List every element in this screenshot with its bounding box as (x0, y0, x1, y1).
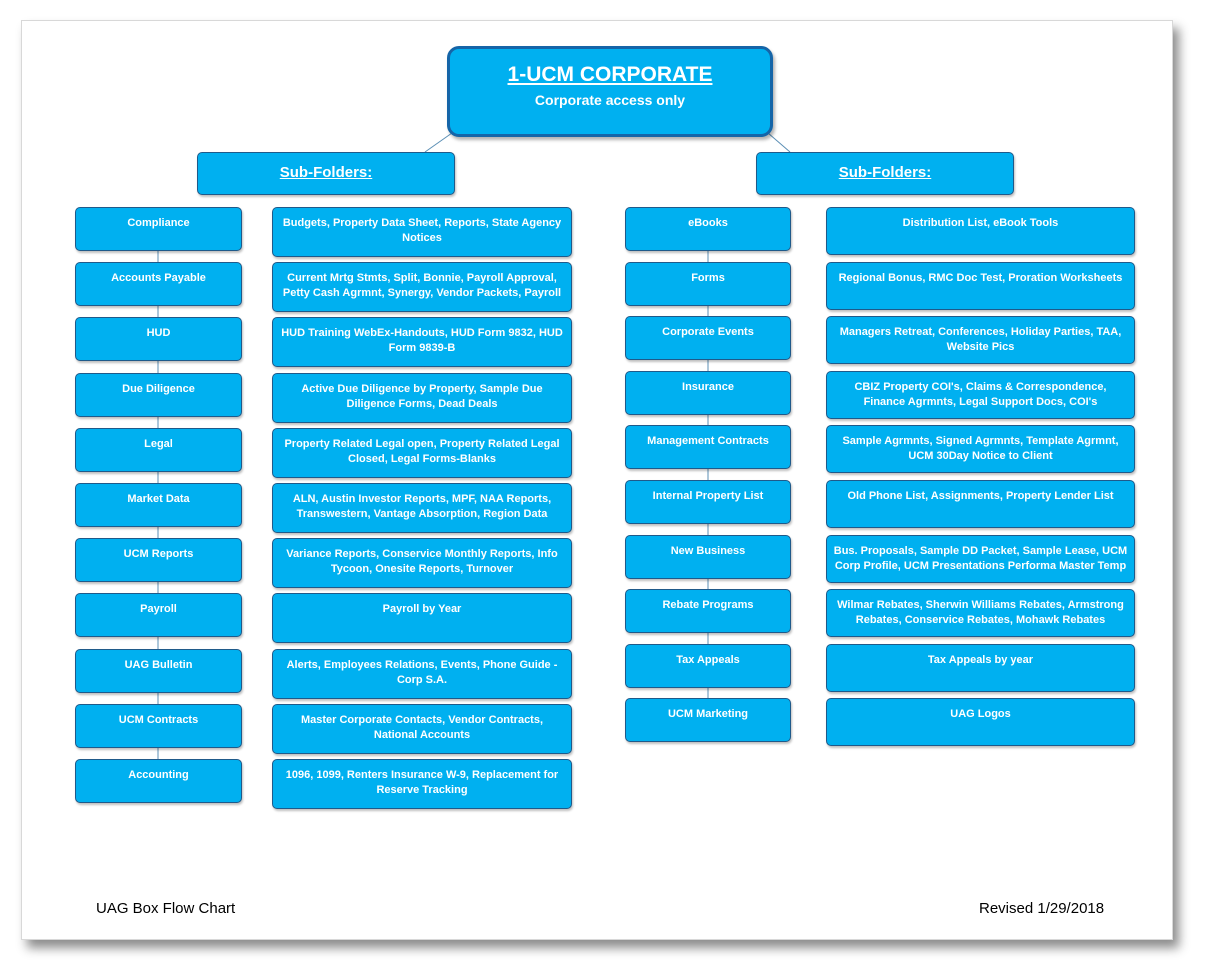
folder-contents-left-10: 1096, 1099, Renters Insurance W-9, Repla… (272, 759, 572, 809)
folder-contents-right-6: Bus. Proposals, Sample DD Packet, Sample… (826, 535, 1135, 583)
folder-left-1: Accounts Payable (75, 262, 242, 306)
folder-left-6: UCM Reports (75, 538, 242, 582)
folder-right-8: Tax Appeals (625, 644, 791, 688)
folder-left-0: Compliance (75, 207, 242, 251)
footer-title: UAG Box Flow Chart (96, 900, 236, 917)
folder-left-5: Market Data (75, 483, 242, 527)
folder-contents-right-2: Managers Retreat, Conferences, Holiday P… (826, 316, 1135, 364)
folder-right-6: New Business (625, 535, 791, 579)
folder-left-10: Accounting (75, 759, 242, 803)
right-subfolders-header: Sub-Folders: (756, 152, 1014, 195)
folder-right-2: Corporate Events (625, 316, 791, 360)
folder-left-8: UAG Bulletin (75, 649, 242, 693)
folder-contents-right-3: CBIZ Property COI's, Claims & Correspond… (826, 371, 1135, 419)
folder-right-7: Rebate Programs (625, 589, 791, 633)
folder-contents-left-7: Payroll by Year (272, 593, 572, 643)
folder-right-3: Insurance (625, 371, 791, 415)
folder-contents-left-0: Budgets, Property Data Sheet, Reports, S… (272, 207, 572, 257)
folder-contents-left-6: Variance Reports, Conservice Monthly Rep… (272, 538, 572, 588)
footer-revised: Revised 1/29/2018 (979, 900, 1105, 917)
folder-left-2: HUD (75, 317, 242, 361)
folder-left-7: Payroll (75, 593, 242, 637)
folder-contents-right-5: Old Phone List, Assignments, Property Le… (826, 480, 1135, 528)
folder-contents-left-1: Current Mrtg Stmts, Split, Bonnie, Payro… (272, 262, 572, 312)
folder-contents-left-3: Active Due Diligence by Property, Sample… (272, 373, 572, 423)
folder-left-4: Legal (75, 428, 242, 472)
folder-contents-left-9: Master Corporate Contacts, Vendor Contra… (272, 704, 572, 754)
folder-contents-right-4: Sample Agrmnts, Signed Agrmnts, Template… (826, 425, 1135, 473)
folder-right-0: eBooks (625, 207, 791, 251)
root-node: 1-UCM CORPORATE Corporate access only (447, 46, 773, 137)
folder-contents-right-9: UAG Logos (826, 698, 1135, 746)
folder-contents-right-0: Distribution List, eBook Tools (826, 207, 1135, 255)
folder-contents-right-1: Regional Bonus, RMC Doc Test, Proration … (826, 262, 1135, 310)
folder-right-5: Internal Property List (625, 480, 791, 524)
folder-right-9: UCM Marketing (625, 698, 791, 742)
folder-left-9: UCM Contracts (75, 704, 242, 748)
folder-contents-left-4: Property Related Legal open, Property Re… (272, 428, 572, 478)
folder-contents-left-8: Alerts, Employees Relations, Events, Pho… (272, 649, 572, 699)
folder-right-4: Management Contracts (625, 425, 791, 469)
folder-contents-right-8: Tax Appeals by year (826, 644, 1135, 692)
folder-left-3: Due Diligence (75, 373, 242, 417)
left-subfolders-header: Sub-Folders: (197, 152, 455, 195)
folder-contents-left-5: ALN, Austin Investor Reports, MPF, NAA R… (272, 483, 572, 533)
folder-contents-left-2: HUD Training WebEx-Handouts, HUD Form 98… (272, 317, 572, 367)
folder-right-1: Forms (625, 262, 791, 306)
folder-contents-right-7: Wilmar Rebates, Sherwin Williams Rebates… (826, 589, 1135, 637)
root-subtitle: Corporate access only (534, 92, 686, 108)
root-title: 1-UCM CORPORATE (507, 63, 713, 86)
